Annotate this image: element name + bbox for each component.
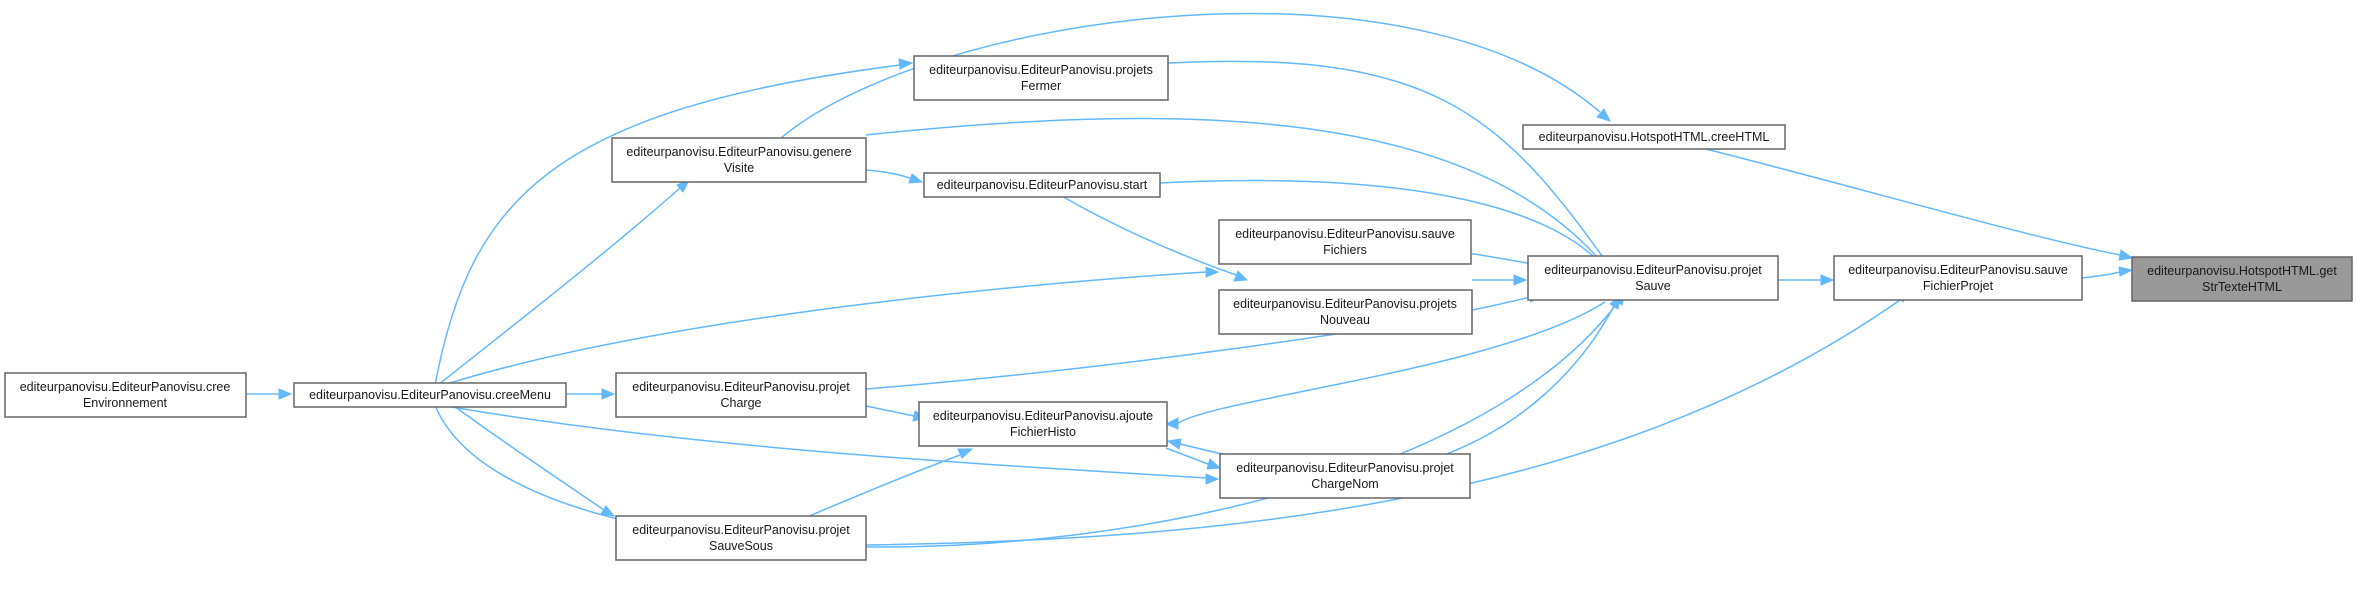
arrow-icon	[2118, 266, 2134, 277]
node-ajouteFichierHisto[interactable]: editeurpanovisu.EditeurPanovisu.ajoute F…	[918, 401, 1168, 447]
node-label-line: editeurpanovisu.EditeurPanovisu.sauve	[1848, 263, 2068, 277]
edge-genereVisite-to-creeHTML	[769, 12, 1601, 149]
edge-creeMenu-to-projetSauve	[434, 301, 1619, 548]
node-label-line: editeurpanovisu.EditeurPanovisu.projet	[1544, 263, 1762, 277]
node-label-line: StrTexteHTML	[2202, 280, 2282, 294]
node-projetChargeNom[interactable]: editeurpanovisu.EditeurPanovisu.projet C…	[1219, 453, 1471, 499]
node-label-line: Fermer	[1021, 79, 1061, 93]
arrow-icon	[600, 505, 616, 517]
edge-creeMenu-to-genereVisite	[437, 187, 681, 386]
node-projetsNouveau[interactable]: editeurpanovisu.EditeurPanovisu.projets …	[1218, 289, 1473, 335]
node-projetsFermer[interactable]: editeurpanovisu.EditeurPanovisu.projets …	[913, 55, 1169, 101]
arrow-icon	[1206, 458, 1222, 470]
arrow-icon	[1205, 266, 1220, 278]
arrow-icon	[278, 388, 293, 400]
node-getStrTexteHTML[interactable]: editeurpanovisu.HotspotHTML.get StrTexte…	[2131, 256, 2353, 302]
arrow-icon	[2118, 249, 2134, 261]
node-start[interactable]: editeurpanovisu.EditeurPanovisu.start	[923, 172, 1161, 198]
node-label-line: editeurpanovisu.EditeurPanovisu.creeMenu	[309, 388, 551, 402]
edge-projetCharge-to-ajouteFichierHisto	[865, 405, 915, 417]
node-label-line: Environnement	[83, 396, 168, 410]
node-label-line: editeurpanovisu.EditeurPanovisu.genere	[626, 145, 851, 159]
edge-creeMenu-to-projetsNouveau	[439, 271, 1207, 387]
arrow-icon	[1820, 274, 1835, 286]
edge-creeHTML-to-getStrTexteHTML	[1689, 144, 2121, 256]
arrow-icon	[908, 173, 924, 184]
node-label-line: Fichiers	[1323, 243, 1367, 257]
node-label-line: editeurpanovisu.EditeurPanovisu.projets	[929, 63, 1153, 77]
edge-creeMenu-to-projetsFermer	[434, 64, 901, 386]
node-label-line: editeurpanovisu.EditeurPanovisu.start	[937, 178, 1148, 192]
edge-ajouteFichierHisto-to-projetChargeNom	[1165, 447, 1209, 465]
node-label-line: FichierHisto	[1010, 425, 1076, 439]
node-label-line: SauveSous	[709, 539, 773, 553]
edge-creeMenu-to-projetSauveSous	[449, 402, 605, 511]
arrow-icon	[601, 388, 616, 400]
node-projetSauveSous[interactable]: editeurpanovisu.EditeurPanovisu.projet S…	[615, 515, 867, 561]
edge-start-to-projetsNouveau	[1059, 194, 1237, 276]
edge-start-to-projetSauve	[1159, 179, 1609, 273]
node-label-line: Charge	[721, 396, 762, 410]
edge-genereVisite-to-projetSauve	[865, 117, 1611, 273]
arrow-icon	[1513, 274, 1528, 286]
arrow-icon	[957, 448, 974, 459]
arrow-icon	[1205, 473, 1220, 485]
node-projetSauve[interactable]: editeurpanovisu.EditeurPanovisu.projet S…	[1527, 255, 1779, 301]
edge-creeMenu-to-projetChargeNom	[439, 404, 1207, 479]
node-label-line: Nouveau	[1320, 313, 1370, 327]
node-projetCharge[interactable]: editeurpanovisu.EditeurPanovisu.projet C…	[615, 372, 867, 418]
edge-sauveFichierProjet-to-getStrTexteHTML	[2081, 271, 2121, 279]
arrow-icon	[1166, 438, 1182, 450]
node-label-line: editeurpanovisu.EditeurPanovisu.projet	[632, 380, 850, 394]
arrow-icon	[1164, 417, 1179, 430]
node-label-line: editeurpanovisu.EditeurPanovisu.projet	[632, 523, 850, 537]
node-label-line: editeurpanovisu.EditeurPanovisu.cree	[20, 380, 231, 394]
node-genereVisite[interactable]: editeurpanovisu.EditeurPanovisu.genere V…	[611, 137, 867, 183]
node-sauveFichierProjet[interactable]: editeurpanovisu.EditeurPanovisu.sauve Fi…	[1833, 255, 2083, 301]
node-sauveFichiers[interactable]: editeurpanovisu.EditeurPanovisu.sauve Fi…	[1218, 219, 1472, 265]
arrow-icon	[898, 58, 914, 70]
node-label-line: editeurpanovisu.EditeurPanovisu.projets	[1233, 297, 1457, 311]
edge-projetsFermer-to-projetSauve	[1167, 60, 1613, 271]
node-label-line: ChargeNom	[1311, 477, 1378, 491]
node-label-line: editeurpanovisu.HotspotHTML.get	[2147, 264, 2337, 278]
node-creeHTML[interactable]: editeurpanovisu.HotspotHTML.creeHTML	[1522, 124, 1786, 150]
node-label-line: editeurpanovisu.EditeurPanovisu.ajoute	[933, 409, 1153, 423]
node-label-line: editeurpanovisu.HotspotHTML.creeHTML	[1539, 130, 1770, 144]
edge-projetSauveSous-to-ajouteFichierHisto	[799, 454, 961, 521]
edge-projetChargeNom-to-projetSauve	[1429, 305, 1615, 461]
node-creeMenu[interactable]: editeurpanovisu.EditeurPanovisu.creeMenu	[293, 382, 567, 408]
edge-genereVisite-to-start	[865, 169, 911, 179]
node-label-line: Sauve	[1635, 279, 1670, 293]
edge-projetChargeNom-to-ajouteFichierHisto	[1179, 443, 1223, 455]
node-label-line: FichierProjet	[1923, 279, 1994, 293]
node-label-line: editeurpanovisu.EditeurPanovisu.sauve	[1235, 227, 1455, 241]
node-creeEnvironnement[interactable]: editeurpanovisu.EditeurPanovisu.cree Env…	[4, 372, 247, 418]
node-label-line: editeurpanovisu.EditeurPanovisu.projet	[1236, 461, 1454, 475]
nodes: editeurpanovisu.HotspotHTML.get StrTexte…	[4, 55, 2353, 561]
arrow-icon	[1233, 270, 1249, 282]
node-label-line: Visite	[724, 161, 754, 175]
edge-projetSauve-to-ajouteFichierHisto	[1175, 301, 1606, 426]
arrow-icon	[1596, 108, 1611, 122]
